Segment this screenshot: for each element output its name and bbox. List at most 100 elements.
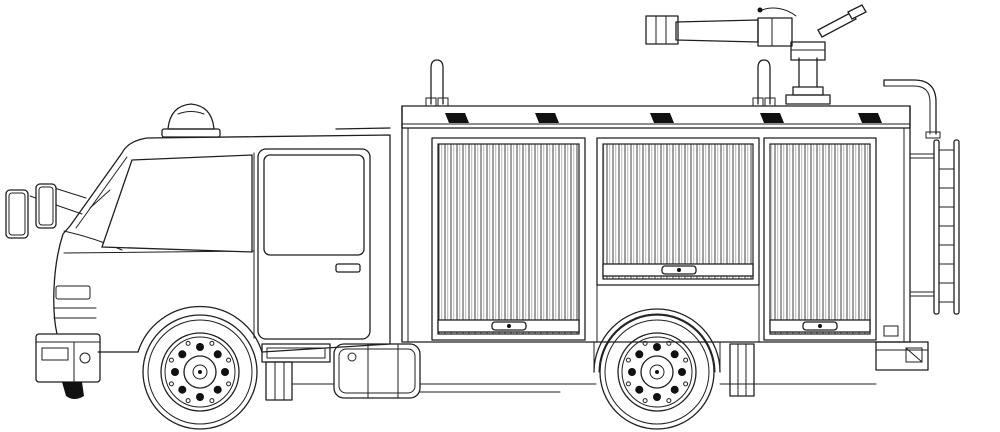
handle-foot: [437, 97, 449, 107]
grab-handle: [757, 59, 771, 105]
rim-holes: [168, 340, 232, 404]
ladder-rungs: [938, 149, 955, 303]
barrel-rear: [757, 17, 793, 47]
cab-roof-trim: [335, 127, 391, 130]
a-pillar-inner: [75, 156, 128, 229]
handle-grip: [847, 4, 867, 20]
license-plate: [41, 347, 69, 361]
rear-step-mark: [905, 347, 923, 363]
door-handle: [335, 263, 361, 273]
tire-inner: [147, 319, 253, 425]
ladder-rail: [953, 139, 960, 315]
cab: [53, 127, 391, 353]
handle-foot: [764, 97, 776, 107]
riser-flange: [792, 86, 824, 96]
handrail-flange: [925, 131, 941, 139]
fender-arch-inner: [598, 313, 716, 373]
wiper: [89, 189, 111, 209]
rear-wheel: [599, 314, 715, 430]
shutter-frame: [596, 137, 760, 286]
ladder-brackets: [909, 153, 935, 297]
hub-center: [655, 370, 659, 374]
roller-shutter-left: [431, 137, 586, 341]
ladder-rail: [933, 139, 940, 315]
rear-mudflap: [729, 343, 755, 397]
hub-cap: [649, 364, 665, 380]
hub-center: [198, 370, 202, 374]
latch-knob: [818, 324, 822, 328]
control-lever: [761, 7, 797, 17]
headlight: [55, 285, 91, 300]
lug-nuts: [628, 343, 686, 401]
rim-inner: [164, 336, 236, 408]
mirror-glass: [5, 189, 29, 239]
water-monitor: [645, 4, 867, 105]
fuel-tank-inner: [338, 348, 416, 394]
beacon-light: [161, 103, 221, 138]
tow-hook: [62, 382, 84, 399]
hinge-marks: [445, 113, 882, 123]
barrel-tube: [675, 19, 759, 43]
front-bumper: [35, 333, 101, 399]
underbody-left: [261, 343, 421, 401]
fender-arch-outer: [593, 308, 721, 373]
mirror-glass: [35, 183, 57, 229]
tire-outer: [599, 314, 715, 430]
hub-cap: [192, 364, 208, 380]
rim-outer: [160, 332, 240, 412]
tire-outer: [142, 314, 258, 430]
rear-step-box: [905, 347, 923, 363]
shutter-slats: [602, 143, 754, 280]
shutter-frame: [431, 137, 586, 341]
lever-knob: [757, 7, 763, 13]
side-mirrors: [5, 183, 87, 239]
beacon-rib: [177, 111, 205, 115]
tire-inner: [604, 319, 710, 425]
nozzle-tip: [645, 15, 679, 45]
side-window: [101, 154, 253, 253]
riser-flange: [785, 94, 831, 105]
cab-step-tread: [266, 347, 326, 359]
rim-outer: [617, 332, 697, 412]
mirror-glass-inner: [8, 192, 26, 236]
front-wheel: [142, 314, 258, 430]
latch-knob: [507, 324, 511, 328]
handrail-tube: [883, 79, 937, 135]
shutter-slats: [769, 143, 871, 335]
roller-shutter-right: [763, 137, 877, 341]
cab-step: [261, 343, 331, 363]
swivel-joint: [790, 41, 826, 61]
shutter-frame: [763, 137, 877, 341]
equipment-body: [401, 105, 911, 343]
cab-outline: [53, 134, 391, 353]
grab-handles: [425, 59, 776, 107]
latch-knob: [677, 268, 681, 272]
front-wheel-arch: [137, 305, 263, 353]
lug-nuts: [171, 343, 229, 401]
rim-inner: [621, 336, 693, 408]
rim-holes: [625, 340, 689, 404]
rear-handrail: [883, 79, 941, 139]
handle-foot: [425, 97, 437, 107]
roller-shutter-middle: [596, 137, 760, 343]
beacon-base: [161, 128, 221, 138]
rear-bumper-shell: [875, 341, 929, 371]
grab-handle: [430, 59, 444, 105]
hub: [183, 355, 217, 389]
fuel-tank: [333, 343, 421, 399]
handle-foot: [752, 97, 764, 107]
fuel-cap: [347, 352, 357, 362]
rear-fender: [593, 308, 755, 397]
cab-door: [257, 148, 371, 340]
chassis-frame: [291, 383, 877, 393]
rear-panel-latch: [883, 325, 899, 337]
rear-ladder: [909, 139, 960, 315]
fog-light: [79, 352, 91, 364]
mirror-glass-inner: [38, 186, 54, 226]
beacon-dome: [167, 103, 215, 130]
hub: [640, 355, 674, 389]
front-mudflap: [265, 361, 293, 401]
monitor-handle: [817, 11, 857, 38]
